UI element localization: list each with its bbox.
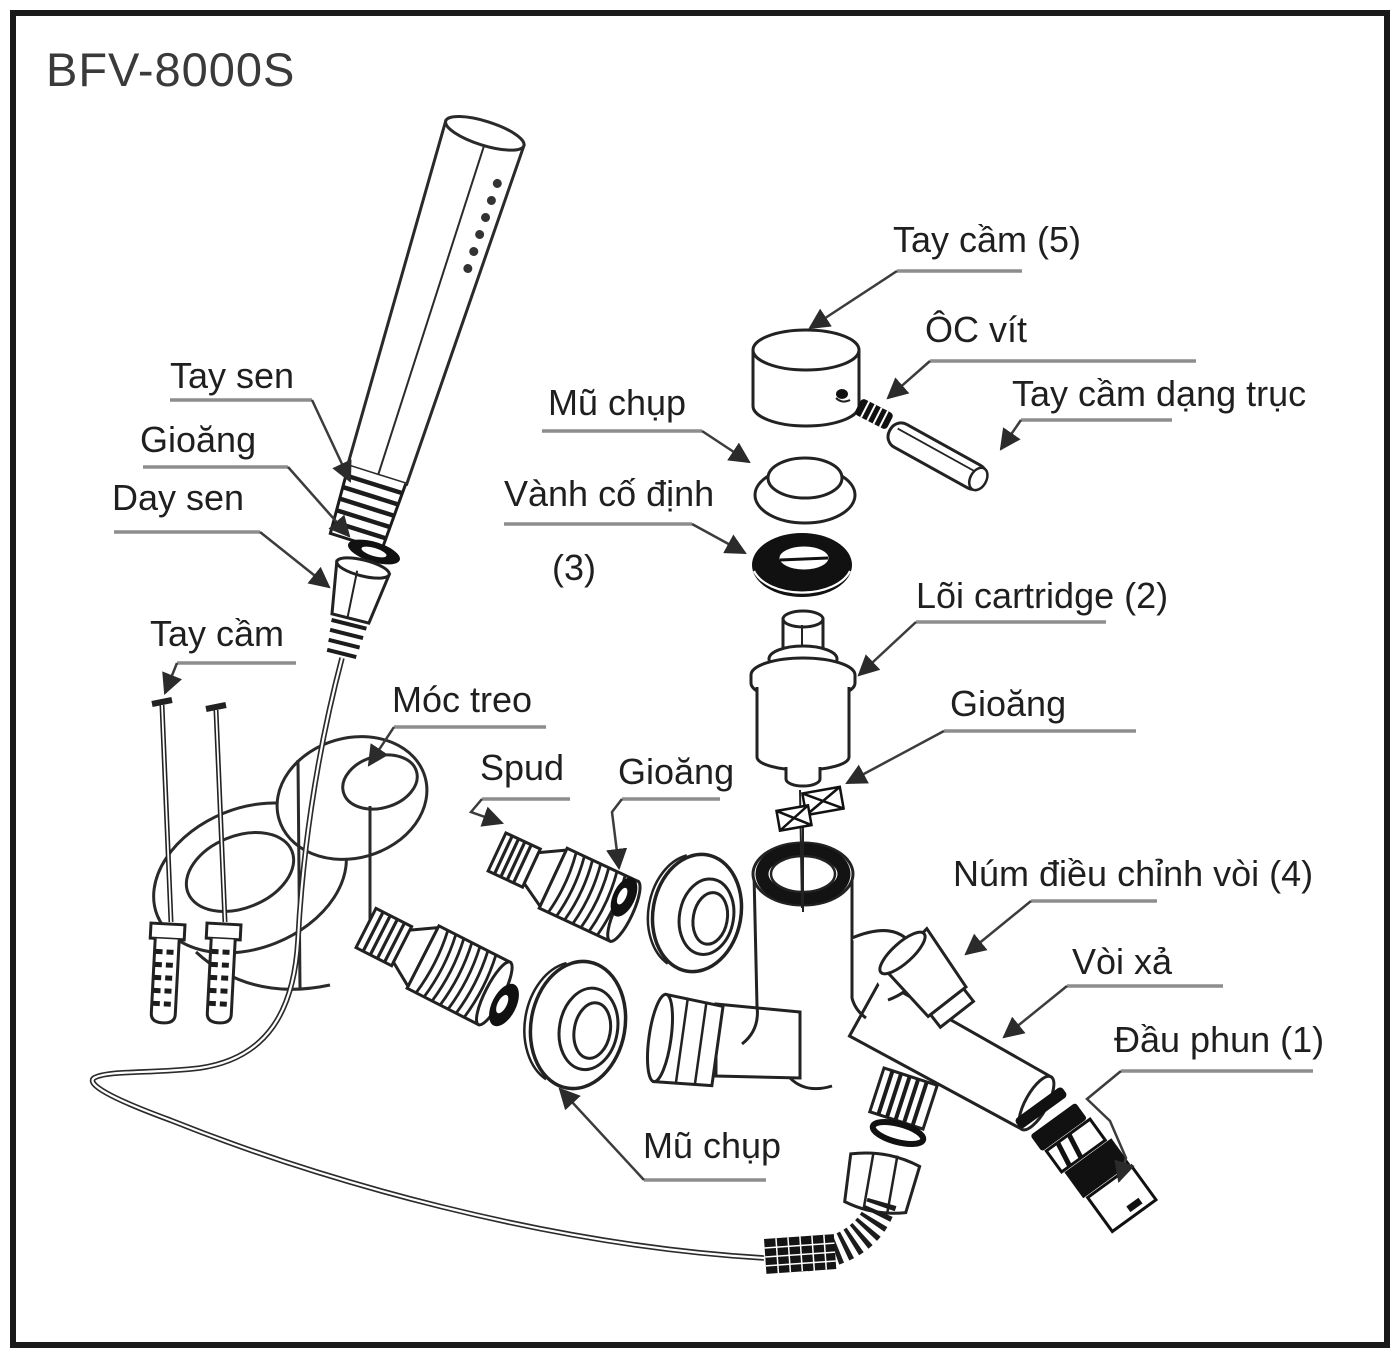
set-screw — [855, 399, 893, 429]
label-gioang-cartridge: Gioăng — [950, 683, 1067, 724]
hex-nut-left — [646, 992, 725, 1088]
hose-end-fitting — [764, 1234, 837, 1274]
hose-cone-nut — [326, 556, 392, 659]
label-vanh-co-dinh-so: (3) — [552, 547, 596, 588]
label-tay-cam-5: Tay cầm (5) — [893, 219, 1082, 260]
label-gioang-shower: Gioăng — [140, 419, 257, 460]
cap-ring — [753, 456, 857, 525]
page-border — [10, 10, 1390, 1348]
sprayer-head — [1015, 1087, 1159, 1234]
flange-lower — [523, 959, 628, 1091]
label-mu-chup-top: Mũ chụp — [548, 382, 687, 423]
label-oc-vit: ÔC vít — [925, 309, 1028, 350]
wall-anchors — [148, 921, 243, 1025]
label-spud: Spud — [480, 747, 565, 788]
gasket-upper-spud — [610, 877, 638, 917]
label-tay-cam-dang-truc: Tay cầm dạng trục — [1012, 373, 1307, 414]
leader-lines — [162, 269, 1135, 1184]
shower-hose — [89, 657, 765, 1261]
gasket-cartridge — [775, 785, 846, 833]
flange-upper — [646, 852, 744, 974]
label-num-dieu-chinh: Núm điều chỉnh vòi (4) — [953, 853, 1314, 894]
fixing-ring — [752, 533, 852, 597]
wand-gasket — [348, 539, 400, 565]
label-tay-cam-bracket: Tay cầm — [150, 613, 285, 654]
hose-hex-nut — [843, 1151, 922, 1215]
spud-upper — [486, 830, 642, 944]
label-tay-sen: Tay sen — [170, 355, 295, 396]
label-loi-cartridge: Lõi cartridge (2) — [916, 575, 1169, 616]
handle-rod — [886, 421, 989, 492]
label-voi-xa: Vòi xả — [1072, 941, 1173, 982]
diverter-knob — [878, 926, 976, 1030]
label-underlines — [114, 269, 1313, 1182]
label-day-sen: Day sen — [112, 477, 245, 518]
label-moc-treo: Móc treo — [392, 679, 533, 720]
gasket-outlet — [869, 1119, 927, 1147]
wall-bracket — [152, 735, 429, 991]
spud-lower — [353, 906, 514, 1027]
model-title: BFV-8000S — [46, 43, 296, 96]
mounting-screws — [151, 697, 228, 923]
hand-shower-wand — [328, 115, 526, 552]
cartridge — [749, 609, 857, 788]
handle-knob — [751, 328, 861, 428]
label-gioang-spud: Gioăng — [618, 751, 735, 792]
label-mu-chup-bottom: Mũ chụp — [643, 1125, 782, 1166]
label-dau-phun: Đầu phun (1) — [1114, 1019, 1325, 1060]
gasket-lower-spud — [489, 983, 519, 1027]
spray-dots — [463, 178, 502, 274]
faucet-body — [646, 820, 1056, 1132]
label-vanh-co-dinh: Vành cố định — [504, 473, 715, 514]
